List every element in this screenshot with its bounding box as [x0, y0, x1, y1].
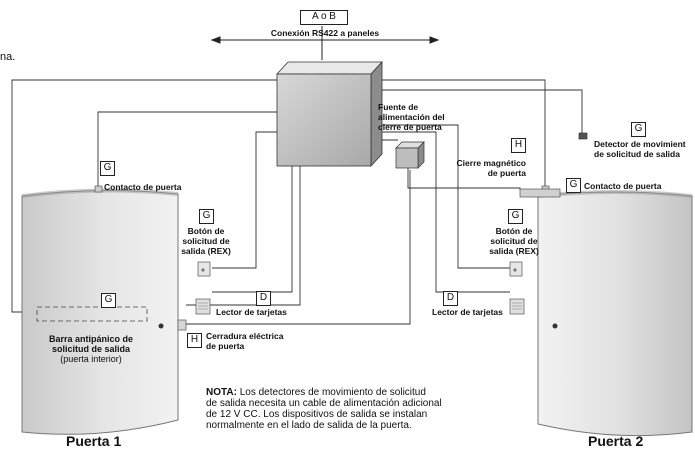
door-2-reader-badge: D	[443, 291, 458, 306]
door-2-rex-label: Botón de solicitud de salida (REX)	[489, 226, 539, 256]
door-2-contact-badge: G	[566, 178, 581, 193]
door-2-contact-label: Contacto de puerta	[584, 181, 662, 191]
door-1-rex-label: Botón de solicitud de salida (REX)	[181, 226, 231, 256]
door-1-reader-label: Lector de tarjetas	[216, 307, 287, 317]
motion-detector-icon	[578, 132, 588, 140]
door-2-card-reader-icon	[509, 298, 525, 315]
panic-bar-label: Barra antipánico de solicitud de salida …	[48, 334, 134, 364]
door-2-rex-icon	[509, 261, 523, 277]
motion-label: Detector de movimient de solicitud de sa…	[594, 139, 686, 159]
wires	[11, 79, 583, 325]
door-1-card-reader-icon	[195, 298, 211, 315]
power-supply-box	[395, 141, 425, 169]
door-1-reader-badge: D	[256, 291, 271, 306]
system-option-badge: A o B	[300, 10, 348, 25]
door-2-shape	[537, 190, 693, 437]
motion-badge: G	[631, 122, 646, 137]
control-panel-box	[276, 60, 383, 168]
door-1-contact-badge: G	[100, 161, 115, 176]
door-1-contact-label: Contacto de puerta	[104, 182, 182, 192]
maglock-icon	[519, 188, 561, 198]
cut-off-text: na.	[0, 51, 16, 63]
door-1-title: Puerta 1	[66, 433, 122, 449]
maglock-badge: H	[511, 138, 526, 153]
note-label: NOTA:	[206, 387, 237, 398]
strike-label: Cerradura eléctrica de puerta	[206, 331, 284, 351]
strike-badge: H	[187, 333, 202, 348]
door-1-contact-icon	[94, 185, 103, 193]
maglock-label: Cierre magnético de puerta	[456, 158, 526, 178]
power-supply-label: Fuente de alimentación del cierre de pue…	[378, 102, 445, 132]
door-2-title: Puerta 2	[588, 433, 644, 449]
door-1-rex-icon	[197, 261, 211, 277]
door-1-shape	[21, 188, 179, 435]
door-2-rex-badge: G	[508, 209, 523, 224]
door-2-reader-label: Lector de tarjetas	[432, 307, 503, 317]
door-1-rex-badge: G	[199, 209, 214, 224]
note-block: NOTA: Los detectores de movimiento de so…	[206, 387, 442, 431]
rs422-label: Conexión RS422 a paneles	[270, 28, 380, 38]
rs422-arrow	[210, 26, 440, 60]
electric-strike-icon	[177, 319, 187, 331]
panic-bar-badge: G	[101, 293, 116, 308]
